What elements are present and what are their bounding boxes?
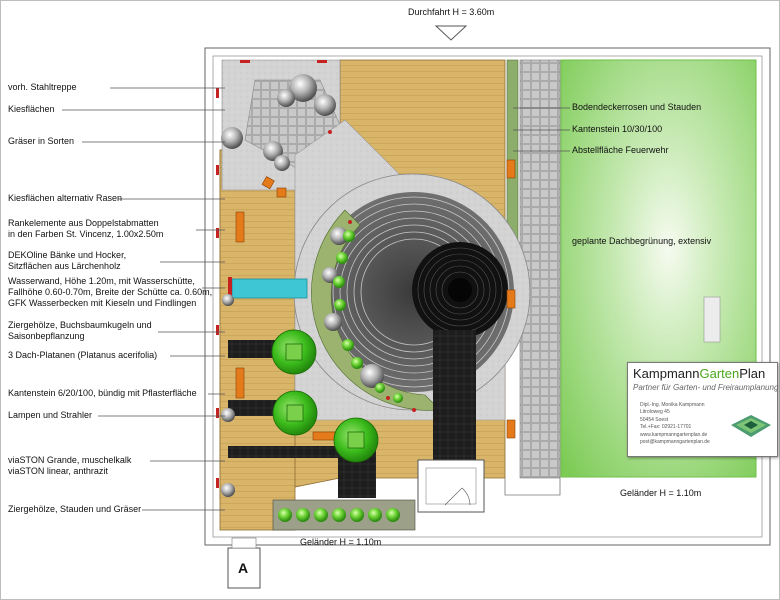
bottom-shrubs — [278, 508, 400, 522]
water-basin — [231, 278, 308, 299]
dark-path-4 — [228, 446, 338, 458]
wall-segment — [504, 478, 561, 496]
entrance-triangle — [434, 25, 468, 41]
label-gravel-or-lawn: Kiesflächen alternativ Rasen — [8, 193, 123, 203]
company-contact: Dipl.-Ing. Monika Kampmann Litroloweg 45… — [640, 402, 710, 446]
label-fire-brigade: Abstellfläche Feuerwehr — [572, 145, 669, 155]
marker-stub — [231, 537, 257, 549]
label-benches: DEKOline Bänke und Hocker, Sitzflächen a… — [8, 250, 127, 271]
section-marker-box — [227, 547, 261, 589]
label-groundcover-roses: Bodendeckerrosen und Stauden — [572, 102, 702, 112]
company-name: KampmannGartenPlan — [633, 366, 765, 381]
label-railing-bottom: Geländer H = 1.10m — [300, 537, 382, 547]
box-balls — [333, 230, 403, 403]
water-feature-center — [448, 278, 472, 302]
section-marker-label: A — [238, 560, 249, 576]
entrance-door — [417, 459, 485, 513]
company-name-part-2: Garten — [699, 366, 740, 381]
label-shrubs-perennials: Ziergehölze, Stauden und Gräser — [8, 504, 142, 514]
label-railing-right: Geländer H = 1.10m — [620, 488, 702, 498]
company-name-part-3: Plan — [739, 366, 766, 381]
label-gravel: Kiesflächen — [8, 104, 55, 114]
roof-hatch — [703, 296, 721, 343]
label-steel-staircase: vorh. Stahltreppe — [8, 82, 77, 92]
leader-lines-right — [513, 107, 570, 152]
company-name-part-1: Kampmann — [633, 366, 700, 381]
label-grasses: Gräser in Sorten — [8, 136, 75, 146]
company-logo-box: KampmannGartenPlan Partner für Garten- u… — [627, 362, 778, 457]
label-ornamental-shrubs: Ziergehölze, Buchsbaumkugeln und Saisonb… — [8, 320, 152, 341]
label-lamps: Lampen und Strahler — [8, 410, 93, 420]
lamps — [216, 60, 416, 488]
plane-trees — [271, 329, 379, 463]
center-rings — [417, 247, 503, 333]
company-tagline: Partner für Garten- und Freiraumplanung — [633, 383, 779, 392]
label-plane-trees: 3 Dach-Platanen (Platanus acerifolia) — [8, 350, 158, 360]
label-water-wall: Wasserwand, Höhe 1.20m, mit Wasserschütt… — [8, 276, 213, 308]
entrance-height-label: Durchfahrt H = 3.60m — [408, 7, 495, 17]
label-green-roof: geplante Dachbegrünung, extensiv — [572, 236, 712, 246]
ornamental-grasses — [221, 74, 384, 497]
leader-lines-left — [62, 87, 225, 511]
label-edge-stone: Kantenstein 6/20/100, bündig mit Pflaste… — [8, 388, 197, 398]
water-wall — [228, 277, 232, 299]
label-trellis: Rankelemente aus Doppelstabmatten in den… — [8, 218, 164, 239]
label-edge-stone-right: Kantenstein 10/30/100 — [572, 124, 663, 134]
dark-path-vertical — [433, 330, 476, 478]
label-paving: viaSTON Grande, muschelkalk viaSTON line… — [8, 455, 132, 476]
benches — [235, 159, 516, 441]
company-logo-graphic — [731, 415, 771, 437]
